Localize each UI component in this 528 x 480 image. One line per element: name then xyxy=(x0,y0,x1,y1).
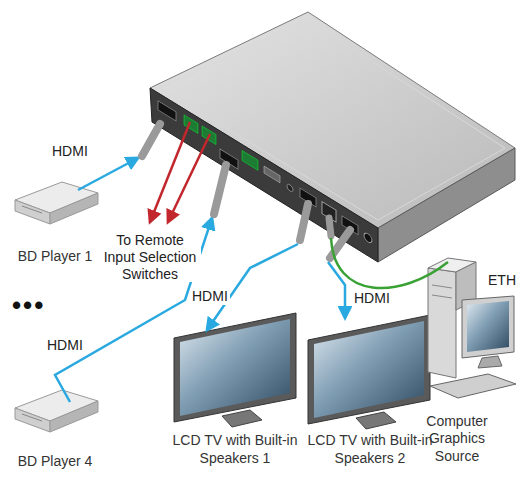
device-label: Computer Graphics Source xyxy=(412,413,502,466)
device-label: BD Player 4 xyxy=(5,453,105,471)
note-label: To Remote Input Selection Switches xyxy=(99,232,201,282)
device-caption: Computer Graphics Source xyxy=(412,413,502,466)
lcd-tv-picture xyxy=(174,313,296,427)
device-node: BD Player 4 xyxy=(5,390,105,470)
terminal-block xyxy=(242,150,258,170)
hdmi-cables xyxy=(55,124,350,402)
device-caption: BD Player 4 xyxy=(5,453,105,471)
device-label: LCD TV with Built-in Speakers 1 xyxy=(170,432,300,467)
device-caption: LCD TV with Built-in Speakers 2 xyxy=(305,432,435,467)
signal-label: HDMI xyxy=(50,143,90,160)
hdmi-port xyxy=(158,101,176,121)
remote-wires xyxy=(150,122,210,222)
ellipsis-mark: ••• xyxy=(10,290,47,321)
device-caption: BD Player 1 xyxy=(5,248,105,266)
device-caption: LCD TV with Built-in Speakers 1 xyxy=(170,432,300,467)
signal-label: HDMI xyxy=(190,288,230,305)
lcd-tv-picture xyxy=(308,315,430,429)
ethernet-cable xyxy=(329,218,448,288)
device-node: BD Player 1 xyxy=(5,175,105,265)
signal-label: HDMI xyxy=(45,337,85,354)
device-label: LCD TV with Built-in Speakers 2 xyxy=(305,432,435,467)
dip-switch xyxy=(264,166,280,183)
front-panel xyxy=(158,99,372,251)
device-node: LCD TV with Built-in Speakers 2 xyxy=(305,305,435,467)
signal-label: ETH xyxy=(486,272,518,289)
bd-player-picture xyxy=(15,182,98,224)
device-label: BD Player 1 xyxy=(5,248,105,266)
bd-player-picture xyxy=(15,390,98,432)
device-node: LCD TV with Built-in Speakers 1 xyxy=(170,305,300,467)
signal-label: HDMI xyxy=(352,290,392,307)
reset-button xyxy=(287,183,293,193)
power-jack xyxy=(364,231,372,244)
device-side xyxy=(378,148,515,262)
switcher-device xyxy=(150,12,515,262)
